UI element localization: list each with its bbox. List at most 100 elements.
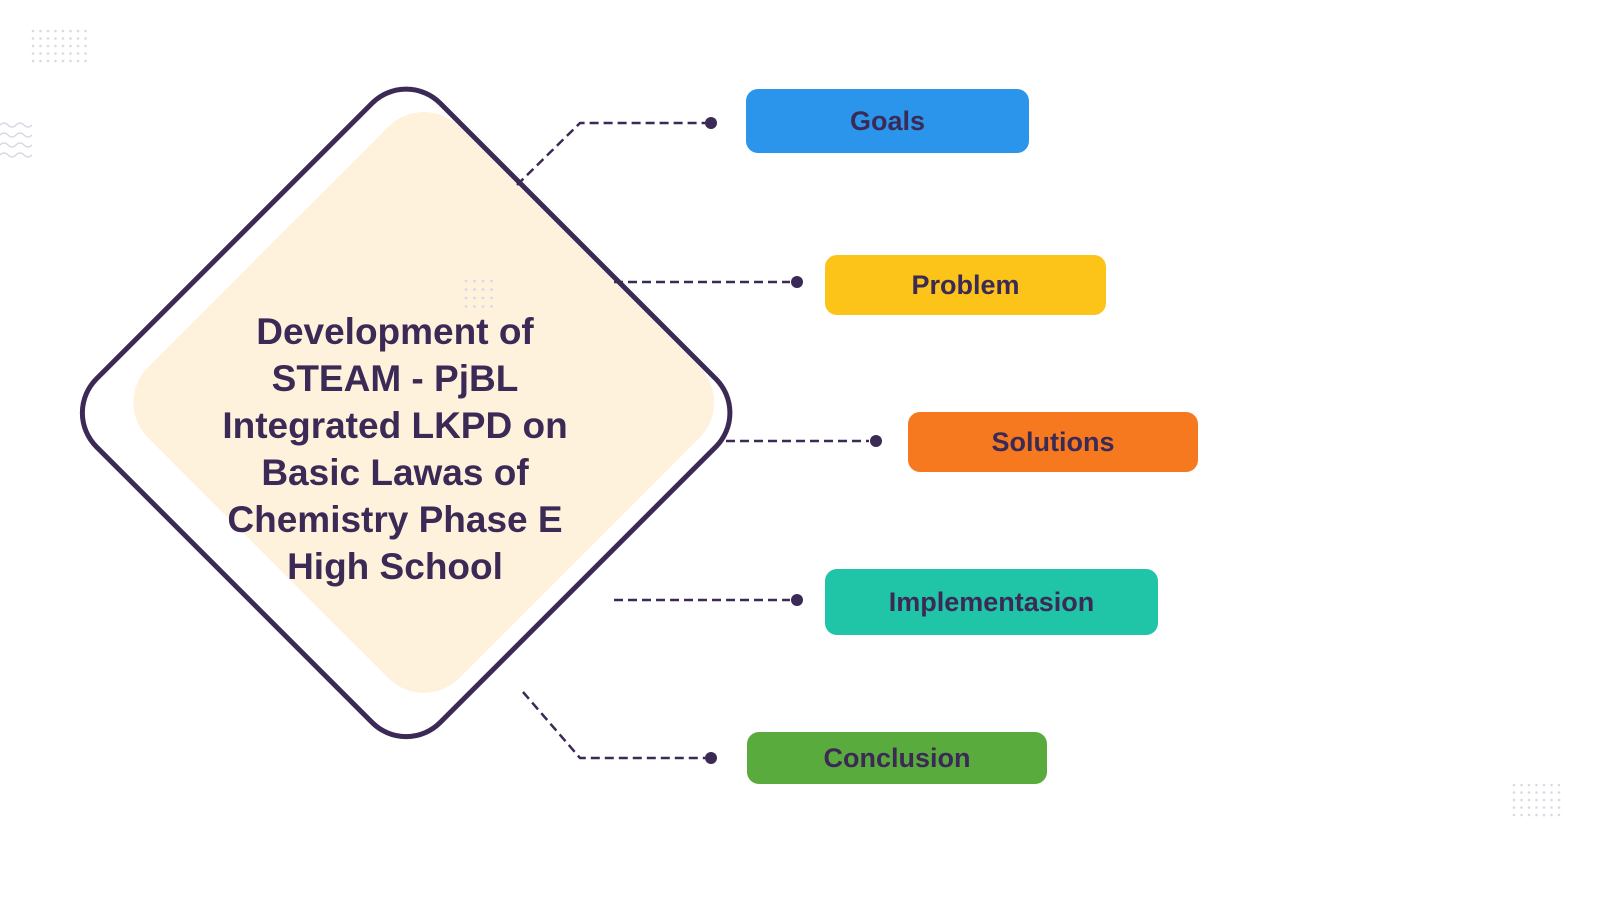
decorative-dot <box>1520 798 1523 802</box>
decorative-dot <box>1550 798 1553 802</box>
decorative-dot <box>481 296 485 300</box>
decorative-dot <box>46 59 50 63</box>
decorative-dot <box>1542 783 1546 787</box>
decorative-dot <box>481 288 485 291</box>
decorative-dot <box>1520 783 1523 787</box>
decorative-dot <box>69 44 72 48</box>
decorative-dot <box>481 305 485 308</box>
decorative-dot <box>84 52 87 55</box>
decorative-dot <box>1542 798 1546 802</box>
decorative-dot <box>464 288 468 291</box>
decorative-dot <box>39 52 42 55</box>
decorative-dot <box>490 279 493 283</box>
decorative-dot <box>69 52 72 55</box>
decorative-dot <box>1512 813 1516 817</box>
decorative-dot <box>1535 806 1538 809</box>
decorative-dot <box>46 52 50 55</box>
decorative-dot <box>31 44 35 48</box>
decorative-dot <box>490 296 493 300</box>
decorative-dot <box>1512 791 1516 794</box>
decorative-dot <box>1512 806 1516 809</box>
decorative-dot <box>1527 791 1531 794</box>
decorative-dot <box>54 59 57 63</box>
connector-endpoints <box>705 117 882 764</box>
decorative-dot <box>490 305 493 308</box>
decorative-dot <box>54 52 57 55</box>
decorative-dot <box>54 37 57 40</box>
connector-dot-goals <box>705 117 717 129</box>
decorative-dot <box>76 37 80 40</box>
decorative-dot <box>61 37 65 40</box>
decorative-dot <box>1542 813 1546 817</box>
decorative-dot <box>69 37 72 40</box>
decorative-dot <box>61 52 65 55</box>
node-implementasion-label: Implementasion <box>888 586 1095 617</box>
decorative-dot <box>1535 791 1538 794</box>
decorative-dot <box>473 279 476 283</box>
decorative-dot <box>1557 783 1561 787</box>
decorative-dot <box>1520 813 1523 817</box>
center-diamond-fill <box>133 112 715 693</box>
connector-goals <box>516 121 705 186</box>
node-conclusion: Conclusion <box>747 732 1047 784</box>
decorative-dot <box>31 29 35 33</box>
decorative-dot <box>481 279 485 283</box>
decorative-dot <box>31 37 35 40</box>
node-implementasion: Implementasion <box>825 569 1158 635</box>
decorative-dot <box>46 37 50 40</box>
connector-dot-conclusion <box>705 752 717 764</box>
decorative-dot <box>69 29 72 33</box>
decorative-dot <box>473 305 476 308</box>
decorative-dot <box>1512 798 1516 802</box>
node-goals: Goals <box>746 89 1029 153</box>
decorative-dot <box>84 37 87 40</box>
decorative-dot <box>76 52 80 55</box>
decorative-dot <box>1535 813 1538 817</box>
decorative-dot <box>1557 813 1561 817</box>
decorative-dot <box>1557 806 1561 809</box>
decorative-dot <box>1512 783 1516 787</box>
node-solutions: Solutions <box>908 412 1198 472</box>
decorative-dot <box>1535 798 1538 802</box>
decorative-dot <box>69 59 72 63</box>
connector-dot-implementasion <box>791 594 803 606</box>
node-problem: Problem <box>825 255 1106 315</box>
decorative-dot <box>46 44 50 48</box>
decorative-dot <box>1550 806 1553 809</box>
decorative-dot <box>61 44 65 48</box>
decorative-dot <box>1550 791 1553 794</box>
decorative-dot <box>54 44 57 48</box>
node-conclusion-label: Conclusion <box>823 742 971 773</box>
decorative-dot <box>39 44 42 48</box>
decorative-dot <box>61 29 65 33</box>
decorative-dot <box>464 279 468 283</box>
decorative-dot <box>46 29 50 33</box>
center-diamond-outline <box>79 86 733 740</box>
center-title: Development of STEAM - PjBL Integrated L… <box>222 311 568 587</box>
decorative-dot <box>1550 813 1553 817</box>
decorative-dot <box>473 288 476 291</box>
decorative-dot <box>464 296 468 300</box>
decorative-dot-grid-inner <box>464 279 493 308</box>
decorative-dot <box>76 59 80 63</box>
decorative-dot <box>39 29 42 33</box>
decorative-dot <box>76 44 80 48</box>
decorative-dot <box>1527 798 1531 802</box>
decorative-dot <box>1557 791 1561 794</box>
decorative-dot-grid-bottom-right <box>1512 783 1561 817</box>
decorative-dot <box>84 44 87 48</box>
decorative-dot <box>1527 783 1531 787</box>
decorative-dot <box>473 296 476 300</box>
decorative-dot <box>490 288 493 291</box>
connector-conclusion <box>522 691 705 760</box>
decorative-dot <box>84 59 87 63</box>
decorative-dot <box>31 59 35 63</box>
decorative-dot-grid-top-left <box>31 29 87 63</box>
decorative-dot <box>39 59 42 63</box>
decorative-dot <box>1550 783 1553 787</box>
center-diamond <box>79 86 733 740</box>
node-problem-label: Problem <box>911 269 1020 300</box>
connector-dot-problem <box>791 276 803 288</box>
decorative-dot <box>1520 806 1523 809</box>
